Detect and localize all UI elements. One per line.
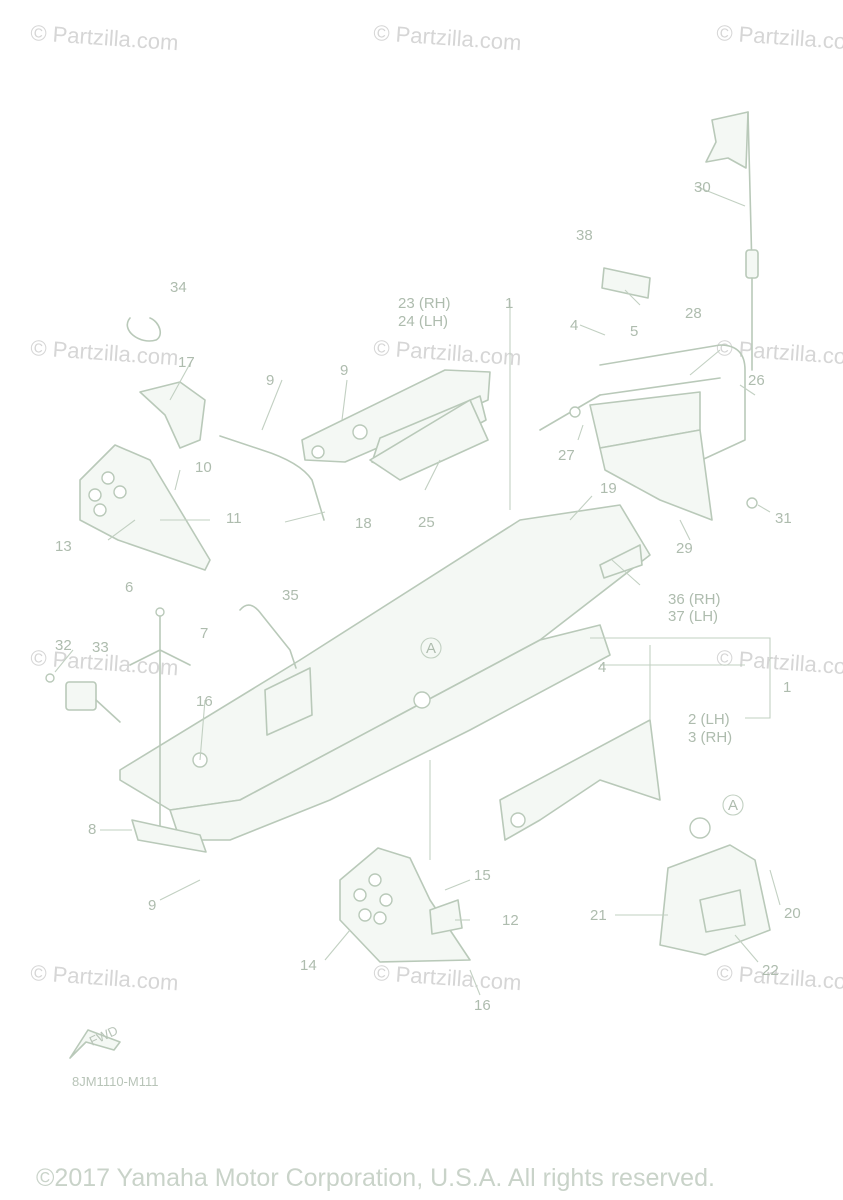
callout-14: 14 <box>300 957 317 974</box>
callout-9: 9 <box>266 372 274 389</box>
callout-19: 19 <box>600 480 617 497</box>
callout-38: 38 <box>576 227 593 244</box>
copyright-notice: ©2017 Yamaha Motor Corporation, U.S.A. A… <box>36 1164 715 1192</box>
circle-marker <box>722 794 744 816</box>
part-small-bracket <box>429 899 463 935</box>
callout-23: 23 (RH) <box>398 295 451 312</box>
callout-15: 15 <box>474 867 491 884</box>
callout-13: 13 <box>55 538 72 555</box>
callout-30: 30 <box>694 179 711 196</box>
fwd-arrow-icon: FWD <box>69 1023 121 1059</box>
watermark: © Partzilla.com <box>716 20 843 55</box>
part-main-frame <box>119 504 651 841</box>
callout-a-circle: A <box>728 797 738 814</box>
callout-35: 35 <box>282 587 299 604</box>
callout-6: 6 <box>125 579 133 596</box>
part-battery-box <box>45 673 121 723</box>
circle-marker <box>420 637 442 659</box>
watermark: © Partzilla.com <box>373 335 523 370</box>
part-plate <box>369 399 489 481</box>
callout-27: 27 <box>558 447 575 464</box>
callout-37: 37 (LH) <box>668 608 718 625</box>
callout-34: 34 <box>170 279 187 296</box>
callout-5: 5 <box>630 323 638 340</box>
callout-11: 11 <box>226 510 242 527</box>
callout-1: 1 <box>783 679 791 696</box>
watermark: © Partzilla.com <box>716 645 843 680</box>
watermark: © Partzilla.com <box>716 335 843 370</box>
callout-32: 32 <box>55 637 72 654</box>
part-bracket <box>131 819 207 853</box>
watermark: © Partzilla.com <box>373 20 523 55</box>
callout-21: 21 <box>590 907 607 924</box>
callout-36: 36 (RH) <box>668 591 721 608</box>
callout-24: 24 (LH) <box>398 313 448 330</box>
callout-18: 18 <box>355 515 372 532</box>
callout-7: 7 <box>200 625 208 642</box>
part-rear-rack <box>539 344 758 521</box>
callout-20: 20 <box>784 905 801 922</box>
callout-31: 31 <box>775 510 792 527</box>
callout-4: 4 <box>598 659 606 676</box>
callout-22: 22 <box>762 962 779 979</box>
part-strap <box>239 604 297 669</box>
callout-16: 16 <box>196 693 213 710</box>
drawing-code: 8JM1110-M111 <box>72 1074 158 1089</box>
part-cover <box>659 817 771 956</box>
callout-9: 9 <box>340 362 348 379</box>
callout-10: 10 <box>195 459 212 476</box>
callout-17: 17 <box>178 354 195 371</box>
callout-26: 26 <box>748 372 765 389</box>
part-front-bracket <box>79 381 211 571</box>
callout-29: 29 <box>676 540 693 557</box>
callout-8: 8 <box>88 821 96 838</box>
callout-9: 9 <box>148 897 156 914</box>
part-bolts <box>129 607 191 831</box>
leader-lines <box>54 185 781 996</box>
callout-28: 28 <box>685 305 702 322</box>
callout-25: 25 <box>418 514 435 531</box>
callouts: 30 38 34 23 (RH) 24 (LH) 1 4 5 28 26 17 … <box>55 179 801 1014</box>
callout-a-circle: A <box>426 640 436 657</box>
watermark: © Partzilla.com <box>30 20 180 55</box>
callout-4: 4 <box>570 317 578 334</box>
callout-33: 33 <box>92 639 109 656</box>
watermark: © Partzilla.com <box>716 960 843 995</box>
part-clamp <box>126 317 162 342</box>
part-rod <box>219 435 325 521</box>
callout-2: 2 (LH) <box>688 711 730 728</box>
callout-12: 12 <box>502 912 519 929</box>
watermark: © Partzilla.com <box>373 960 523 995</box>
callout-1: 1 <box>505 295 513 312</box>
watermark: © Partzilla.com <box>30 960 180 995</box>
part-flag <box>705 111 759 371</box>
callout-3: 3 (RH) <box>688 729 732 746</box>
part-decal <box>601 267 651 299</box>
callout-16: 16 <box>474 997 491 1014</box>
